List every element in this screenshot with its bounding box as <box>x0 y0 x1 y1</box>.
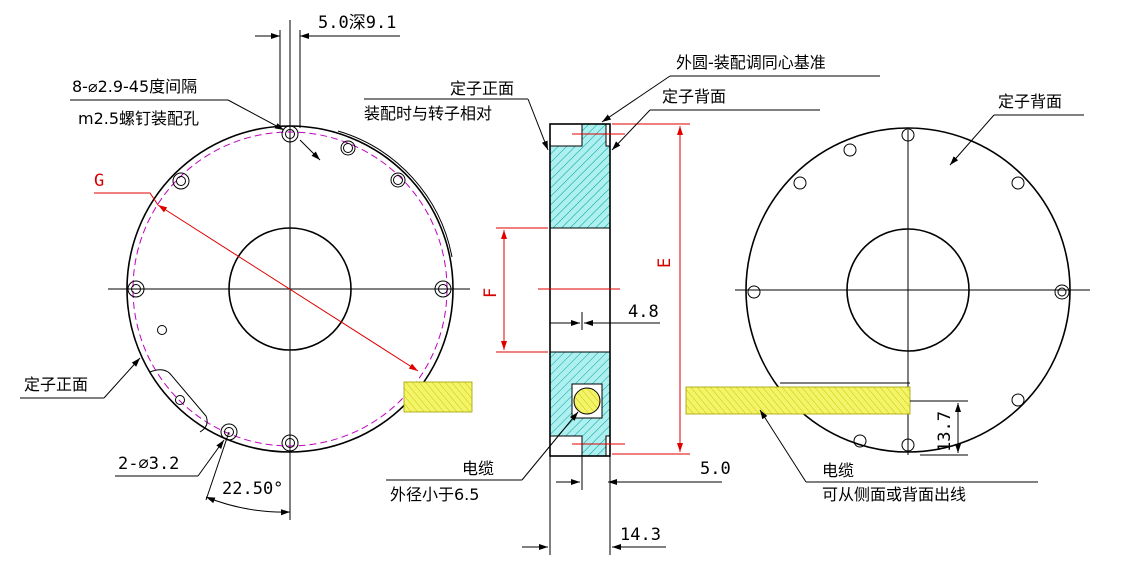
hole-top <box>281 125 299 143</box>
front-face-leader <box>103 357 141 399</box>
section-cable-label: 电缆 <box>462 459 494 478</box>
section-back-leader <box>611 109 651 151</box>
mount-hole-label: 2-⌀3.2 <box>118 454 179 474</box>
front-view: G 8-⌀2.9-45度间隔 m2.5螺钉装配孔 5.0深9.1 定子正面 2-… <box>20 13 473 520</box>
depth-dim-label: 5.0深9.1 <box>318 13 396 33</box>
hole-callout-leader <box>227 99 285 131</box>
hole-left <box>127 280 145 298</box>
hole-bottom <box>281 434 299 452</box>
back-face-leader <box>949 114 995 166</box>
section-top-block <box>549 123 611 229</box>
hole-upper-right-1-inner <box>343 143 353 153</box>
section-cable-leader <box>521 411 579 481</box>
back-cable-label: 电缆 <box>822 461 854 480</box>
hole-lower-left <box>220 423 238 441</box>
back-hole-1 <box>843 143 857 157</box>
hole-upper-right-2-inner <box>393 175 403 185</box>
section-front-note: 装配时与转子相对 <box>364 104 492 123</box>
section-front-label: 定子正面 <box>450 79 514 98</box>
front-face-label: 定子正面 <box>24 375 88 394</box>
section-front-leader <box>527 98 549 151</box>
hole-upper-right-2 <box>390 172 406 188</box>
dim-4-8-label: 4.8 <box>628 302 659 322</box>
back-holes <box>747 128 1070 452</box>
back-outer-circle <box>745 127 1071 453</box>
front-step-arc <box>337 130 453 258</box>
front-notch <box>149 369 208 433</box>
hole-right <box>434 280 452 298</box>
dim-e-label: E <box>655 258 675 268</box>
back-hole-top <box>901 128 915 142</box>
hole-bottom-inner <box>285 438 295 448</box>
back-hole-5 <box>853 434 867 448</box>
back-hole-3 <box>1011 176 1025 190</box>
hole-upper-left <box>172 172 190 190</box>
back-hole-bottom <box>901 438 915 452</box>
mount-hole-leader <box>197 439 225 477</box>
back-cable <box>685 386 911 415</box>
section-cable-circle <box>573 387 601 415</box>
back-hole-left <box>747 285 761 299</box>
front-cable <box>403 381 473 413</box>
back-hole-right-inner <box>1057 287 1067 297</box>
hole-callout-line2: m2.5螺钉装配孔 <box>78 109 199 128</box>
back-hole-4 <box>1011 393 1025 407</box>
back-hole-2 <box>793 176 807 190</box>
concentric-ref-label: 外圆-装配调同心基准 <box>676 53 826 72</box>
hole-top-inner <box>285 129 295 139</box>
dim-14-3-label: 14.3 <box>620 525 661 545</box>
section-outline <box>549 123 611 457</box>
diameter-g-label: G <box>94 171 104 191</box>
diameter-g-leader <box>94 192 159 206</box>
concentric-ref-leader <box>601 75 671 123</box>
depth-small-arrow <box>299 139 321 161</box>
dim-5-0-label: 5.0 <box>700 459 731 479</box>
angle-arc <box>205 496 291 516</box>
hole-small-2 <box>175 395 185 405</box>
back-cable-leader <box>759 409 807 483</box>
section-view: E F 4.8 5.0 14.3 定子正面 装配时与转子相对 外圆-装配调同心基… <box>364 53 880 555</box>
hole-upper-left-inner <box>176 176 186 186</box>
dim-f-label: F <box>481 288 501 298</box>
back-hole-right <box>1054 284 1070 300</box>
hole-small-1 <box>157 325 167 335</box>
back-face-label: 定子背面 <box>998 92 1062 111</box>
diameter-g-line <box>157 204 419 372</box>
section-back-label: 定子背面 <box>662 87 726 106</box>
hole-lower-left-inner <box>224 427 234 437</box>
section-cable-note: 外径小于6.5 <box>390 485 479 504</box>
hole-callout-line1: 8-⌀2.9-45度间隔 <box>72 77 197 96</box>
back-cable-note: 可从侧面或背面出线 <box>822 485 966 504</box>
angle-ext-line <box>205 431 230 501</box>
hole-upper-right-1 <box>340 140 356 156</box>
back-bore-circle <box>846 228 970 352</box>
back-view: 定子背面 13.7 电缆 可从侧面或背面出线 <box>685 92 1090 504</box>
hole-right-inner <box>438 284 448 294</box>
angle-label: 22.50° <box>222 479 283 499</box>
hole-left-inner <box>131 284 141 294</box>
dim-13-7-label: 13.7 <box>935 411 955 452</box>
